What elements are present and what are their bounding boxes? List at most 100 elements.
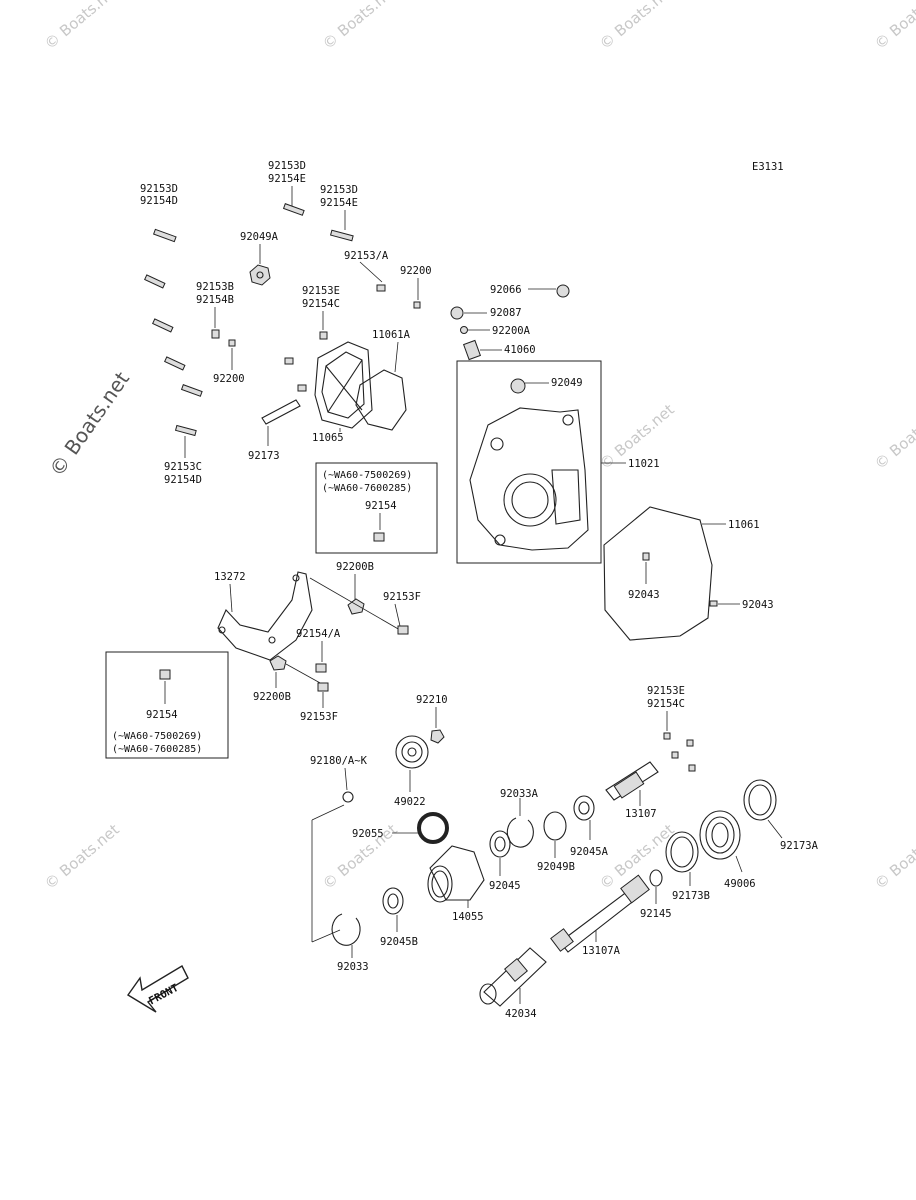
part-label: 92153E <box>647 685 685 697</box>
part-label: 13272 <box>214 571 246 583</box>
bolt-part <box>159 669 171 680</box>
boot-49006 <box>699 810 741 860</box>
part-label: 92055 <box>352 828 384 840</box>
part-label: 92154 <box>146 709 178 721</box>
part-label: 92049A <box>240 231 279 243</box>
bolt-part <box>397 625 409 635</box>
bolt-part <box>211 329 220 339</box>
ring-92049B <box>543 811 567 841</box>
part-label: 92033A <box>500 788 539 800</box>
part-label: 92154C <box>302 298 340 310</box>
part-label: 92180/A~K <box>310 755 368 767</box>
part-label: 92153B <box>196 281 234 293</box>
part-label: 92173A <box>780 840 819 852</box>
part-label: 92173B <box>672 890 710 902</box>
plug-92049 <box>510 378 526 394</box>
part-label: 92154E <box>268 173 306 185</box>
part-label: 92200B <box>336 561 374 573</box>
part-label: 92153/A <box>344 250 389 262</box>
clamp-92173A <box>743 779 777 821</box>
part-label: 11065 <box>312 432 344 444</box>
bolt-part <box>671 751 679 759</box>
watermark: © Boats.net <box>596 0 678 53</box>
part-label: 92043 <box>628 589 660 601</box>
side-brand: © Boats.net <box>44 367 134 481</box>
bolt-part <box>180 384 203 397</box>
oring-92055 <box>417 812 449 844</box>
part-label: 92200 <box>400 265 432 277</box>
part-label: 92087 <box>490 307 522 319</box>
part-label: 49022 <box>394 796 426 808</box>
part-label: 92045A <box>570 846 609 858</box>
dowel-pin-92043 <box>642 552 650 561</box>
part-label: 92154/A <box>296 628 341 640</box>
bearing-92045 <box>489 830 511 858</box>
housing-14055 <box>427 845 485 903</box>
washer-92200A <box>460 326 468 334</box>
part-label: 11061A <box>372 329 411 341</box>
part-label: 92153D <box>268 160 306 172</box>
bolt-part <box>686 739 694 747</box>
bolt-part <box>329 229 354 242</box>
washer-part <box>269 655 287 671</box>
bracket-13272 <box>217 571 313 661</box>
bolt-part <box>282 203 305 216</box>
bolt-part <box>174 424 197 437</box>
part-label: 11061 <box>728 519 760 531</box>
part-label: 13107 <box>625 808 657 820</box>
part-label: 92154D <box>140 195 178 207</box>
gear-case-11021 <box>469 407 589 551</box>
bearing-92045B <box>382 887 404 915</box>
part-label: 92153F <box>300 711 338 723</box>
part-label: 92200 <box>213 373 245 385</box>
watermark: © Boats.net <box>871 820 916 893</box>
gasket-11061A <box>355 369 407 431</box>
gasket-11061 <box>603 506 713 641</box>
part-label: 92153D <box>140 183 178 195</box>
bolt-part <box>319 331 328 340</box>
nut-part <box>249 264 271 286</box>
driveshaft-13107A <box>550 874 650 953</box>
bolt-part <box>152 228 177 243</box>
gear-49022 <box>395 735 429 769</box>
nut-92210 <box>430 729 445 744</box>
bolt-part <box>284 357 294 365</box>
plate-92173 <box>261 399 301 425</box>
part-label: 92200B <box>253 691 291 703</box>
variant-note: (~WA60-7500269) <box>112 731 202 742</box>
part-label: 92045B <box>380 936 418 948</box>
switch-41060 <box>462 339 482 361</box>
part-label: 92043 <box>742 599 774 611</box>
variant-note: (~WA60-7600285) <box>322 483 412 494</box>
part-label: 92033 <box>337 961 369 973</box>
part-label: 92173 <box>248 450 280 462</box>
part-label: 92154E <box>320 197 358 209</box>
watermark: © Boats.net <box>41 0 123 53</box>
part-label: 13107A <box>582 945 621 957</box>
part-label: 11021 <box>628 458 660 470</box>
part-label: 92045 <box>489 880 521 892</box>
cover-plate-11065 <box>314 341 373 432</box>
part-label: 92154D <box>164 474 202 486</box>
circlip-92033 <box>331 913 361 946</box>
clamp-92173B <box>665 831 699 873</box>
dowel-pin-92043 <box>709 600 718 607</box>
plug-92066 <box>556 284 570 298</box>
shaft-13107 <box>605 761 659 801</box>
variant-box-2 <box>105 651 229 759</box>
part-label: 92145 <box>640 908 672 920</box>
washer-part <box>413 301 421 309</box>
watermark-layer: © Boats.net © Boats.net © Boats.net © Bo… <box>41 0 916 893</box>
watermark: © Boats.net <box>319 0 401 53</box>
diagram-code: E3131 <box>752 161 784 173</box>
bolt-part <box>297 384 307 392</box>
part-label: 92153F <box>383 591 421 603</box>
part-label: 92154 <box>365 500 397 512</box>
part-label: 92200A <box>492 325 531 337</box>
washer-part <box>347 598 365 615</box>
bushing-92145 <box>649 869 663 887</box>
part-label: 41060 <box>504 344 536 356</box>
part-label: 92210 <box>416 694 448 706</box>
housing-group-box <box>456 360 602 564</box>
watermark: © Boats.net <box>41 820 123 893</box>
